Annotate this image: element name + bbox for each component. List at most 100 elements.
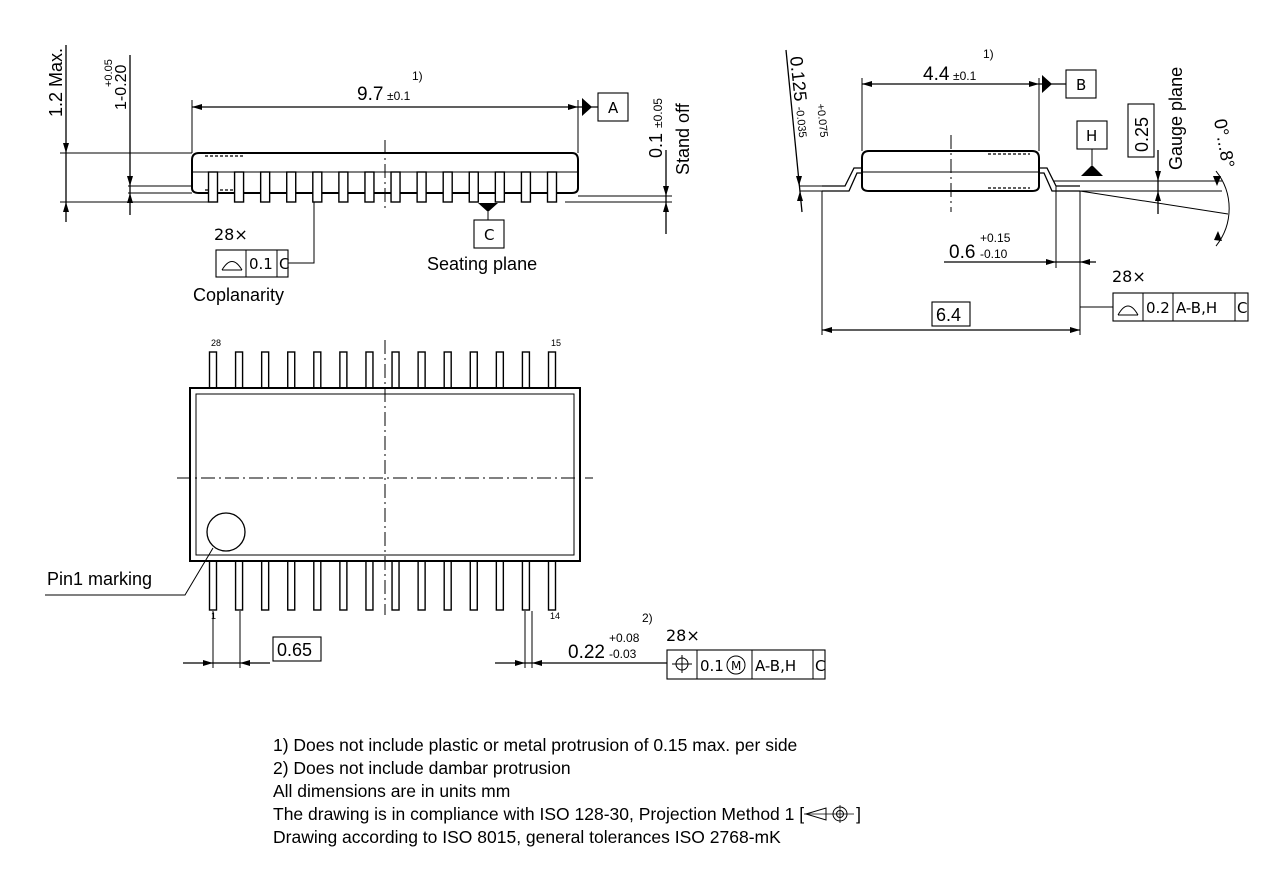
lead-thickness-value: 0.125 <box>786 55 811 102</box>
profile-frame <box>1112 292 1249 322</box>
side-lead <box>259 171 271 203</box>
pin-number-15: 15 <box>551 338 561 348</box>
position-modifier: M <box>731 659 741 673</box>
position-icon <box>672 655 692 673</box>
pin1-marking <box>206 512 246 552</box>
side-lead <box>364 171 375 203</box>
profile-surface-icon <box>1117 305 1139 316</box>
gauge-plane-label: Gauge plane <box>1166 67 1186 170</box>
overall-value: 6.4 <box>936 305 961 325</box>
coplanarity-label: Coplanarity <box>193 285 284 305</box>
lead-thickness-tol-lower: -0.035 <box>793 106 808 138</box>
top-lead-upper <box>365 351 374 389</box>
top-lead-lower <box>234 560 244 611</box>
standoff-label: Stand off <box>673 102 693 175</box>
lead-width-note: 2) <box>642 611 653 625</box>
top-lead-upper <box>287 351 296 389</box>
seating-plane-label: Seating plane <box>427 254 537 274</box>
lead-width-tol-lower: -0.03 <box>609 647 637 661</box>
top-lead-lower <box>208 560 218 611</box>
side-lead <box>233 171 245 203</box>
position-frame <box>666 649 826 680</box>
top-lead-upper <box>260 351 270 389</box>
top-lead-upper <box>547 351 557 389</box>
pin-number-28: 28 <box>211 338 221 348</box>
top-lead-lower <box>260 560 270 611</box>
position-count: 28× <box>666 626 700 645</box>
top-lead-lower <box>287 560 296 611</box>
note-projection: The drawing is in compliance with ISO 12… <box>273 803 861 826</box>
overall-frame <box>931 301 971 327</box>
top-lead-upper <box>495 351 505 389</box>
datum-c-frame <box>473 219 505 249</box>
profile-datum-c: C <box>1237 299 1247 317</box>
side-lead <box>338 171 349 203</box>
height-tol-upper: +0.05 <box>103 59 115 87</box>
width-tolerance: ±0.1 <box>953 69 977 83</box>
length-tolerance: ±0.1 <box>387 89 411 103</box>
side-lead <box>390 171 401 203</box>
notes: 1) Does not include plastic or metal pro… <box>273 734 861 849</box>
gauge-value: 0.25 <box>1132 117 1152 152</box>
top-lead-upper <box>443 351 452 389</box>
position-value: 0.1 <box>700 657 724 675</box>
mmc-circle <box>726 655 746 675</box>
top-lead-lower <box>365 560 374 611</box>
datum-b-frame <box>1065 69 1097 99</box>
pin-number-14: 14 <box>550 611 560 621</box>
lead-width-tol-upper: +0.08 <box>609 631 640 645</box>
datum-h: H <box>1086 127 1097 145</box>
width-note: 1) <box>983 47 994 61</box>
top-lead-lower <box>521 560 531 611</box>
side-lead <box>312 171 323 203</box>
top-lead-upper <box>391 351 400 389</box>
datum-c: C <box>484 226 494 244</box>
gauge-frame <box>1127 103 1155 158</box>
pitch-frame <box>272 636 322 662</box>
left-gull-wing-lead <box>822 167 862 192</box>
width-value: 4.4 <box>923 64 950 85</box>
profile-value: 0.2 <box>1146 299 1170 317</box>
angle-label: 0°...8° <box>1210 117 1238 169</box>
note-projection-text: The drawing is in compliance with ISO 12… <box>273 804 805 824</box>
side-view: 1.2 Max. +0.05 1-0.20 9.7 ±0.1 1) A 0.1 … <box>46 45 693 305</box>
profile-datums: A-B,H <box>1176 299 1217 317</box>
pitch-value: 0.65 <box>277 640 312 660</box>
coplanarity-datum: C <box>279 255 289 273</box>
profile-surface-icon <box>221 261 243 271</box>
note-1: 1) Does not include plastic or metal pro… <box>273 735 798 755</box>
side-lead <box>494 171 506 203</box>
profile-count: 28× <box>1112 267 1146 286</box>
top-lead-lower <box>547 560 557 611</box>
end-view: 0.125 +0.075 -0.035 4.4 ±0.1 1) B H 0.25… <box>785 47 1249 335</box>
top-lead-lower <box>313 560 322 611</box>
side-lead <box>468 171 479 203</box>
note-units: All dimensions are in units mm <box>273 781 511 801</box>
side-lead <box>416 171 427 203</box>
side-lead <box>286 171 297 203</box>
top-lead-lower <box>391 560 400 611</box>
foot-tol-lower: -0.10 <box>980 247 1008 261</box>
top-lead-lower <box>495 560 505 611</box>
top-lead-lower <box>339 560 348 611</box>
top-lead-upper <box>208 351 218 389</box>
projection-method-icon <box>804 805 855 823</box>
top-lead-upper <box>339 351 348 389</box>
height-max-label: 1.2 Max. <box>46 48 66 117</box>
note-2: 2) Does not include dambar protrusion <box>273 758 571 778</box>
side-lead <box>520 171 532 203</box>
top-lead-lower <box>469 560 478 611</box>
position-datums: A-B,H <box>755 657 796 675</box>
side-lead <box>442 171 453 203</box>
pin1-label: Pin1 marking <box>47 569 152 589</box>
top-view: Pin1 marking 28 15 1 14 0.65 0.22 +0.08 … <box>45 338 826 680</box>
datum-a-frame <box>597 92 629 122</box>
datum-b: B <box>1076 76 1086 94</box>
side-lead <box>207 171 219 203</box>
coplanarity-value: 0.1 <box>249 255 273 273</box>
top-lead-upper <box>521 351 531 389</box>
note-projection-end: ] <box>856 804 861 824</box>
datum-a: A <box>608 99 619 117</box>
side-view-leads <box>207 171 558 203</box>
